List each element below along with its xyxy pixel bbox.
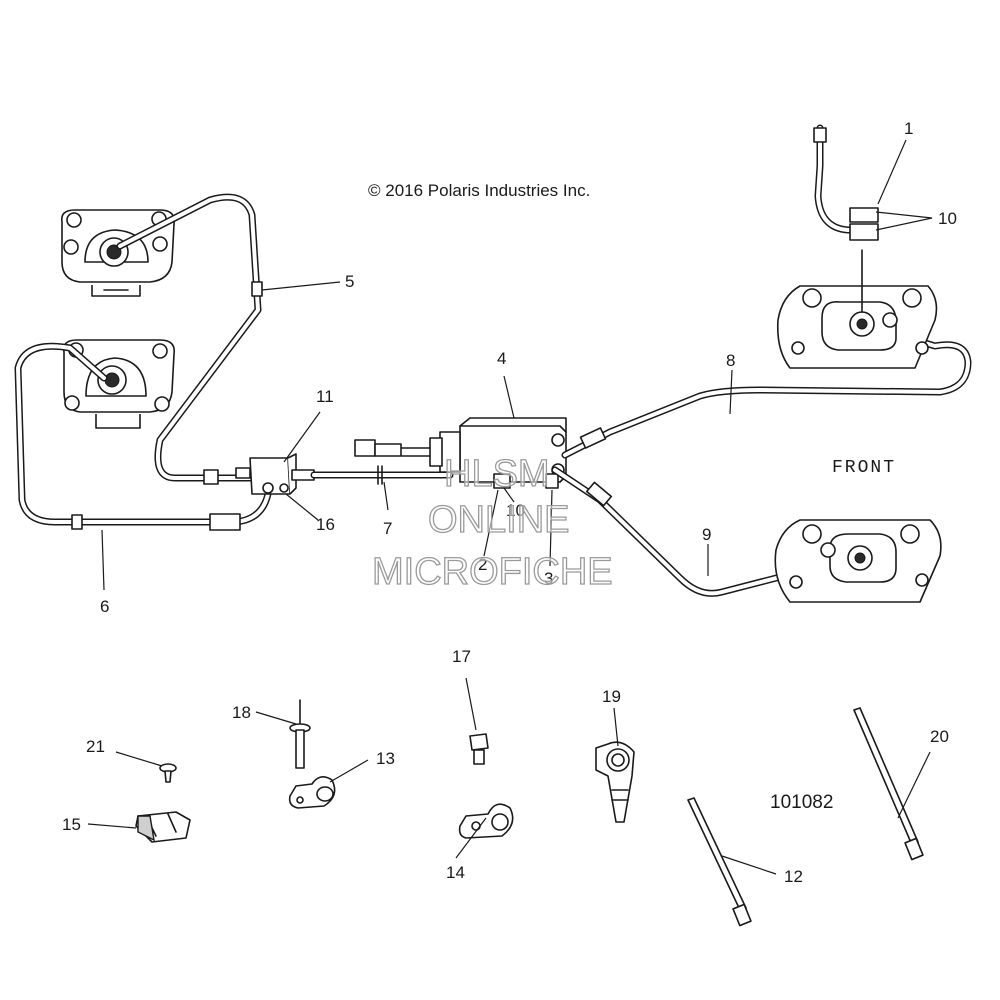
callout-21: 21 <box>86 737 105 756</box>
callout-6: 6 <box>100 597 109 616</box>
watermark-line-1: HLSM <box>444 453 550 495</box>
rivet-18 <box>289 699 311 769</box>
callout-3: 3 <box>544 569 553 588</box>
rear-caliper-upper <box>60 209 176 297</box>
callout-10-lower: 10 <box>506 501 525 520</box>
callout-5: 5 <box>345 272 354 291</box>
front-caliper-lower <box>774 519 942 603</box>
brake-line-7 <box>310 465 454 485</box>
callout-1: 1 <box>904 119 913 138</box>
callout-7: 7 <box>383 519 392 538</box>
callout-20: 20 <box>930 727 949 746</box>
callout-13: 13 <box>376 749 395 768</box>
callout-17: 17 <box>452 647 471 666</box>
leader-lines <box>87 139 933 875</box>
grommet-19 <box>595 741 635 823</box>
callout-9: 9 <box>702 525 711 544</box>
callout-12: 12 <box>784 867 803 886</box>
callout-10-upper: 10 <box>938 209 957 228</box>
callout-15: 15 <box>62 815 81 834</box>
bolt-17 <box>469 733 489 765</box>
front-caliper-upper <box>776 249 938 369</box>
rear-caliper-lower <box>62 339 176 429</box>
callout-11: 11 <box>316 387 334 406</box>
callout-labels: 1 2 3 4 5 6 7 8 9 10 10 11 12 13 14 15 1… <box>62 119 957 886</box>
brake-line-5 <box>116 193 263 485</box>
callout-8: 8 <box>726 351 735 370</box>
watermark: HLSM ONLINE MICROFICHE <box>371 452 613 593</box>
callout-2: 2 <box>478 555 487 574</box>
callout-14: 14 <box>446 863 465 882</box>
callout-19: 19 <box>602 687 621 706</box>
master-cylinder-4 <box>354 417 567 489</box>
callout-18: 18 <box>232 703 251 722</box>
cable-tie-20 <box>853 707 924 861</box>
screw-21 <box>159 763 177 783</box>
figure-number: 101082 <box>770 792 833 813</box>
copyright-notice: © 2016 Polaris Industries Inc. <box>368 181 590 200</box>
brake-line-6 <box>14 342 272 531</box>
brake-line-8 <box>561 336 972 459</box>
callout-16: 16 <box>316 515 335 534</box>
clamp-13 <box>288 776 336 809</box>
junction-block-11 <box>235 453 315 495</box>
brake-line-1 <box>813 124 879 241</box>
watermark-line-2: ONLINE <box>428 499 569 541</box>
cable-tie-12 <box>687 797 752 927</box>
clip-15 <box>135 811 191 843</box>
callout-4: 4 <box>497 349 506 368</box>
watermark-line-3: MICROFICHE <box>372 551 613 593</box>
front-direction-label: FRONT <box>832 458 896 478</box>
clamp-14 <box>458 803 514 839</box>
